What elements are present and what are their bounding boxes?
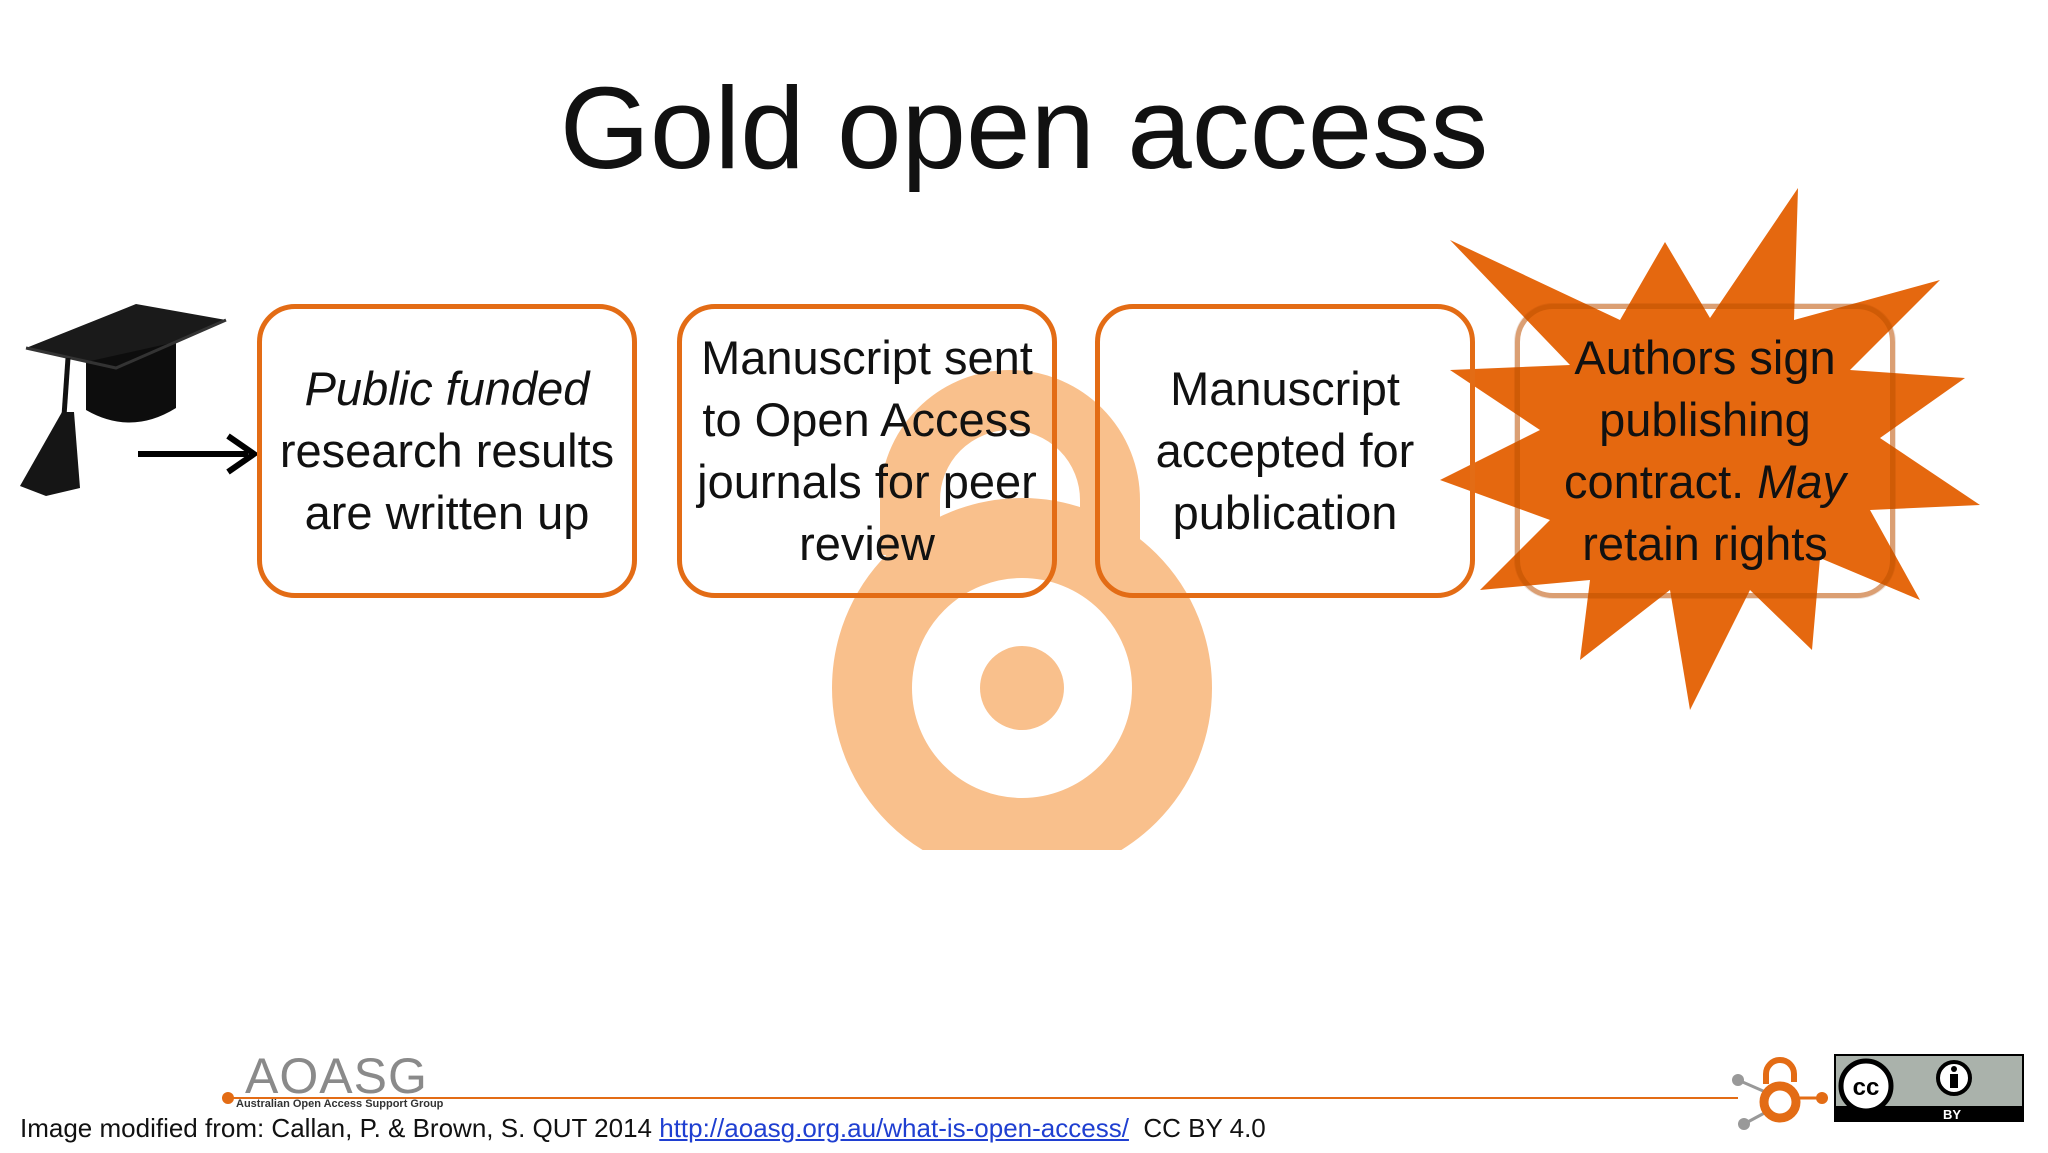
cc-by-badge: cc BY	[1834, 1054, 2024, 1122]
by-label: BY	[1943, 1107, 1961, 1122]
footer-dot	[222, 1092, 234, 1104]
step-2-text: Manuscript sent to Open Access journals …	[696, 327, 1038, 575]
slide-title: Gold open access	[0, 58, 2048, 198]
graduation-cap-icon	[6, 298, 236, 508]
source-link[interactable]: http://aoasg.org.au/what-is-open-access/	[659, 1113, 1129, 1143]
step-3-text: Manuscript accepted for publication	[1114, 358, 1456, 544]
open-access-small-icon	[1730, 1054, 1830, 1130]
step-4-italic: May	[1757, 455, 1846, 508]
aoasg-subtitle: Australian Open Access Support Group	[236, 1098, 443, 1110]
step-1-text: research results are written up	[280, 424, 614, 539]
credit-text: Image modified from: Callan, P. & Brown,…	[20, 1113, 652, 1143]
cc-icon: cc	[1841, 1061, 1891, 1111]
step-box-4: Authors sign publishing contract. May re…	[1515, 304, 1895, 598]
aoasg-logo: AOASG	[245, 1050, 428, 1102]
step-box-2: Manuscript sent to Open Access journals …	[677, 304, 1057, 598]
step-box-1: Public funded research results are writte…	[257, 304, 637, 598]
step-1-italic: Public funded	[305, 362, 590, 415]
arrow-right-icon	[136, 432, 260, 476]
step-box-3: Manuscript accepted for publication	[1095, 304, 1475, 598]
license-text: CC BY 4.0	[1143, 1113, 1265, 1143]
footer-divider	[228, 1097, 1738, 1099]
attribution-icon	[1938, 1062, 1970, 1094]
image-credit: Image modified from: Callan, P. & Brown,…	[20, 1113, 1266, 1144]
step-4-rest: retain rights	[1582, 517, 1828, 570]
svg-text:cc: cc	[1853, 1074, 1880, 1101]
